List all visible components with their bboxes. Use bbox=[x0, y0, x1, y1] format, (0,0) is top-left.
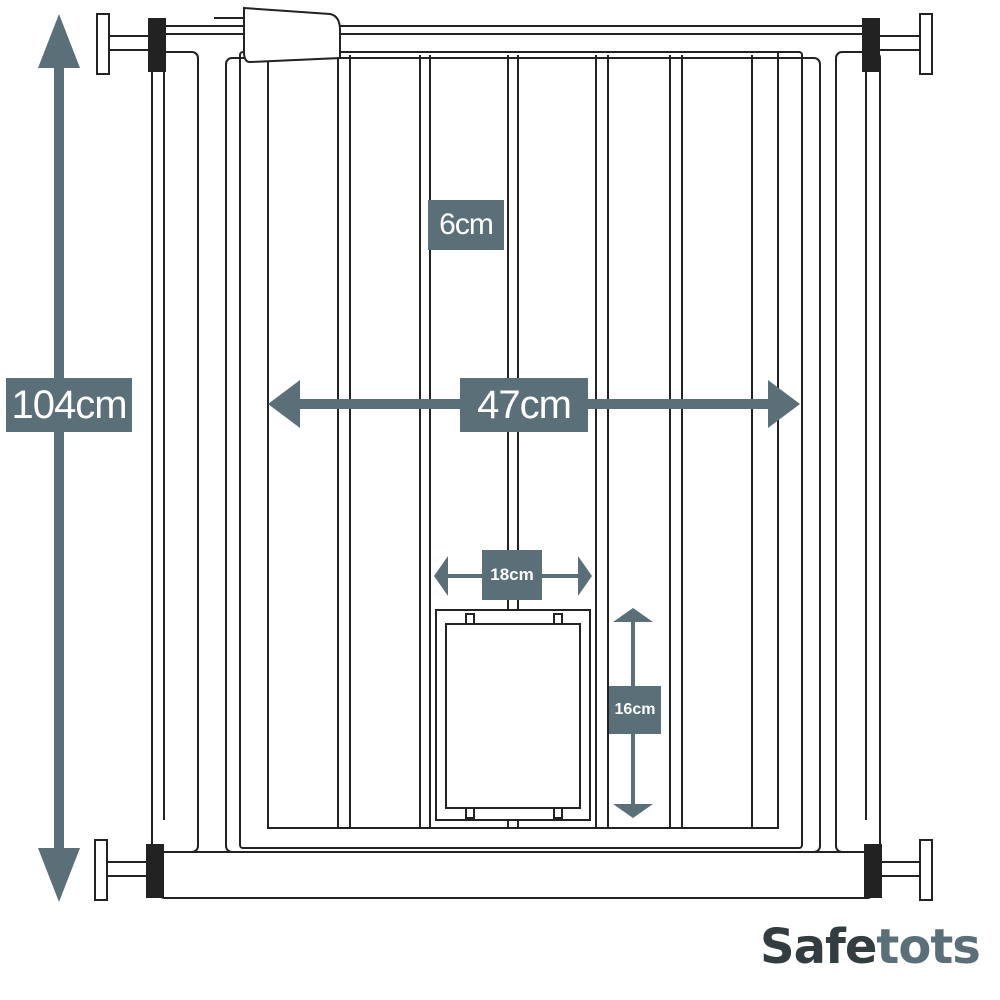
pet-door bbox=[435, 609, 591, 821]
door-height-label: 16cm bbox=[609, 686, 661, 734]
brand-logo-part1: Safe bbox=[760, 919, 877, 975]
height-label: 104cm bbox=[6, 378, 132, 432]
brand-logo-part2: tots bbox=[876, 919, 980, 975]
width-label: 47cm bbox=[460, 378, 588, 432]
height-arrow bbox=[38, 14, 80, 902]
pressure-mount-top-left bbox=[96, 13, 166, 75]
gate-bars bbox=[337, 55, 753, 828]
pressure-mount-bottom-right bbox=[864, 839, 933, 901]
pressure-mount-top-right bbox=[862, 13, 933, 75]
latch bbox=[243, 6, 341, 64]
door-width-label: 18cm bbox=[482, 550, 542, 600]
pressure-mount-bottom-left bbox=[94, 839, 164, 901]
bar-gap-label: 6cm bbox=[428, 200, 504, 250]
